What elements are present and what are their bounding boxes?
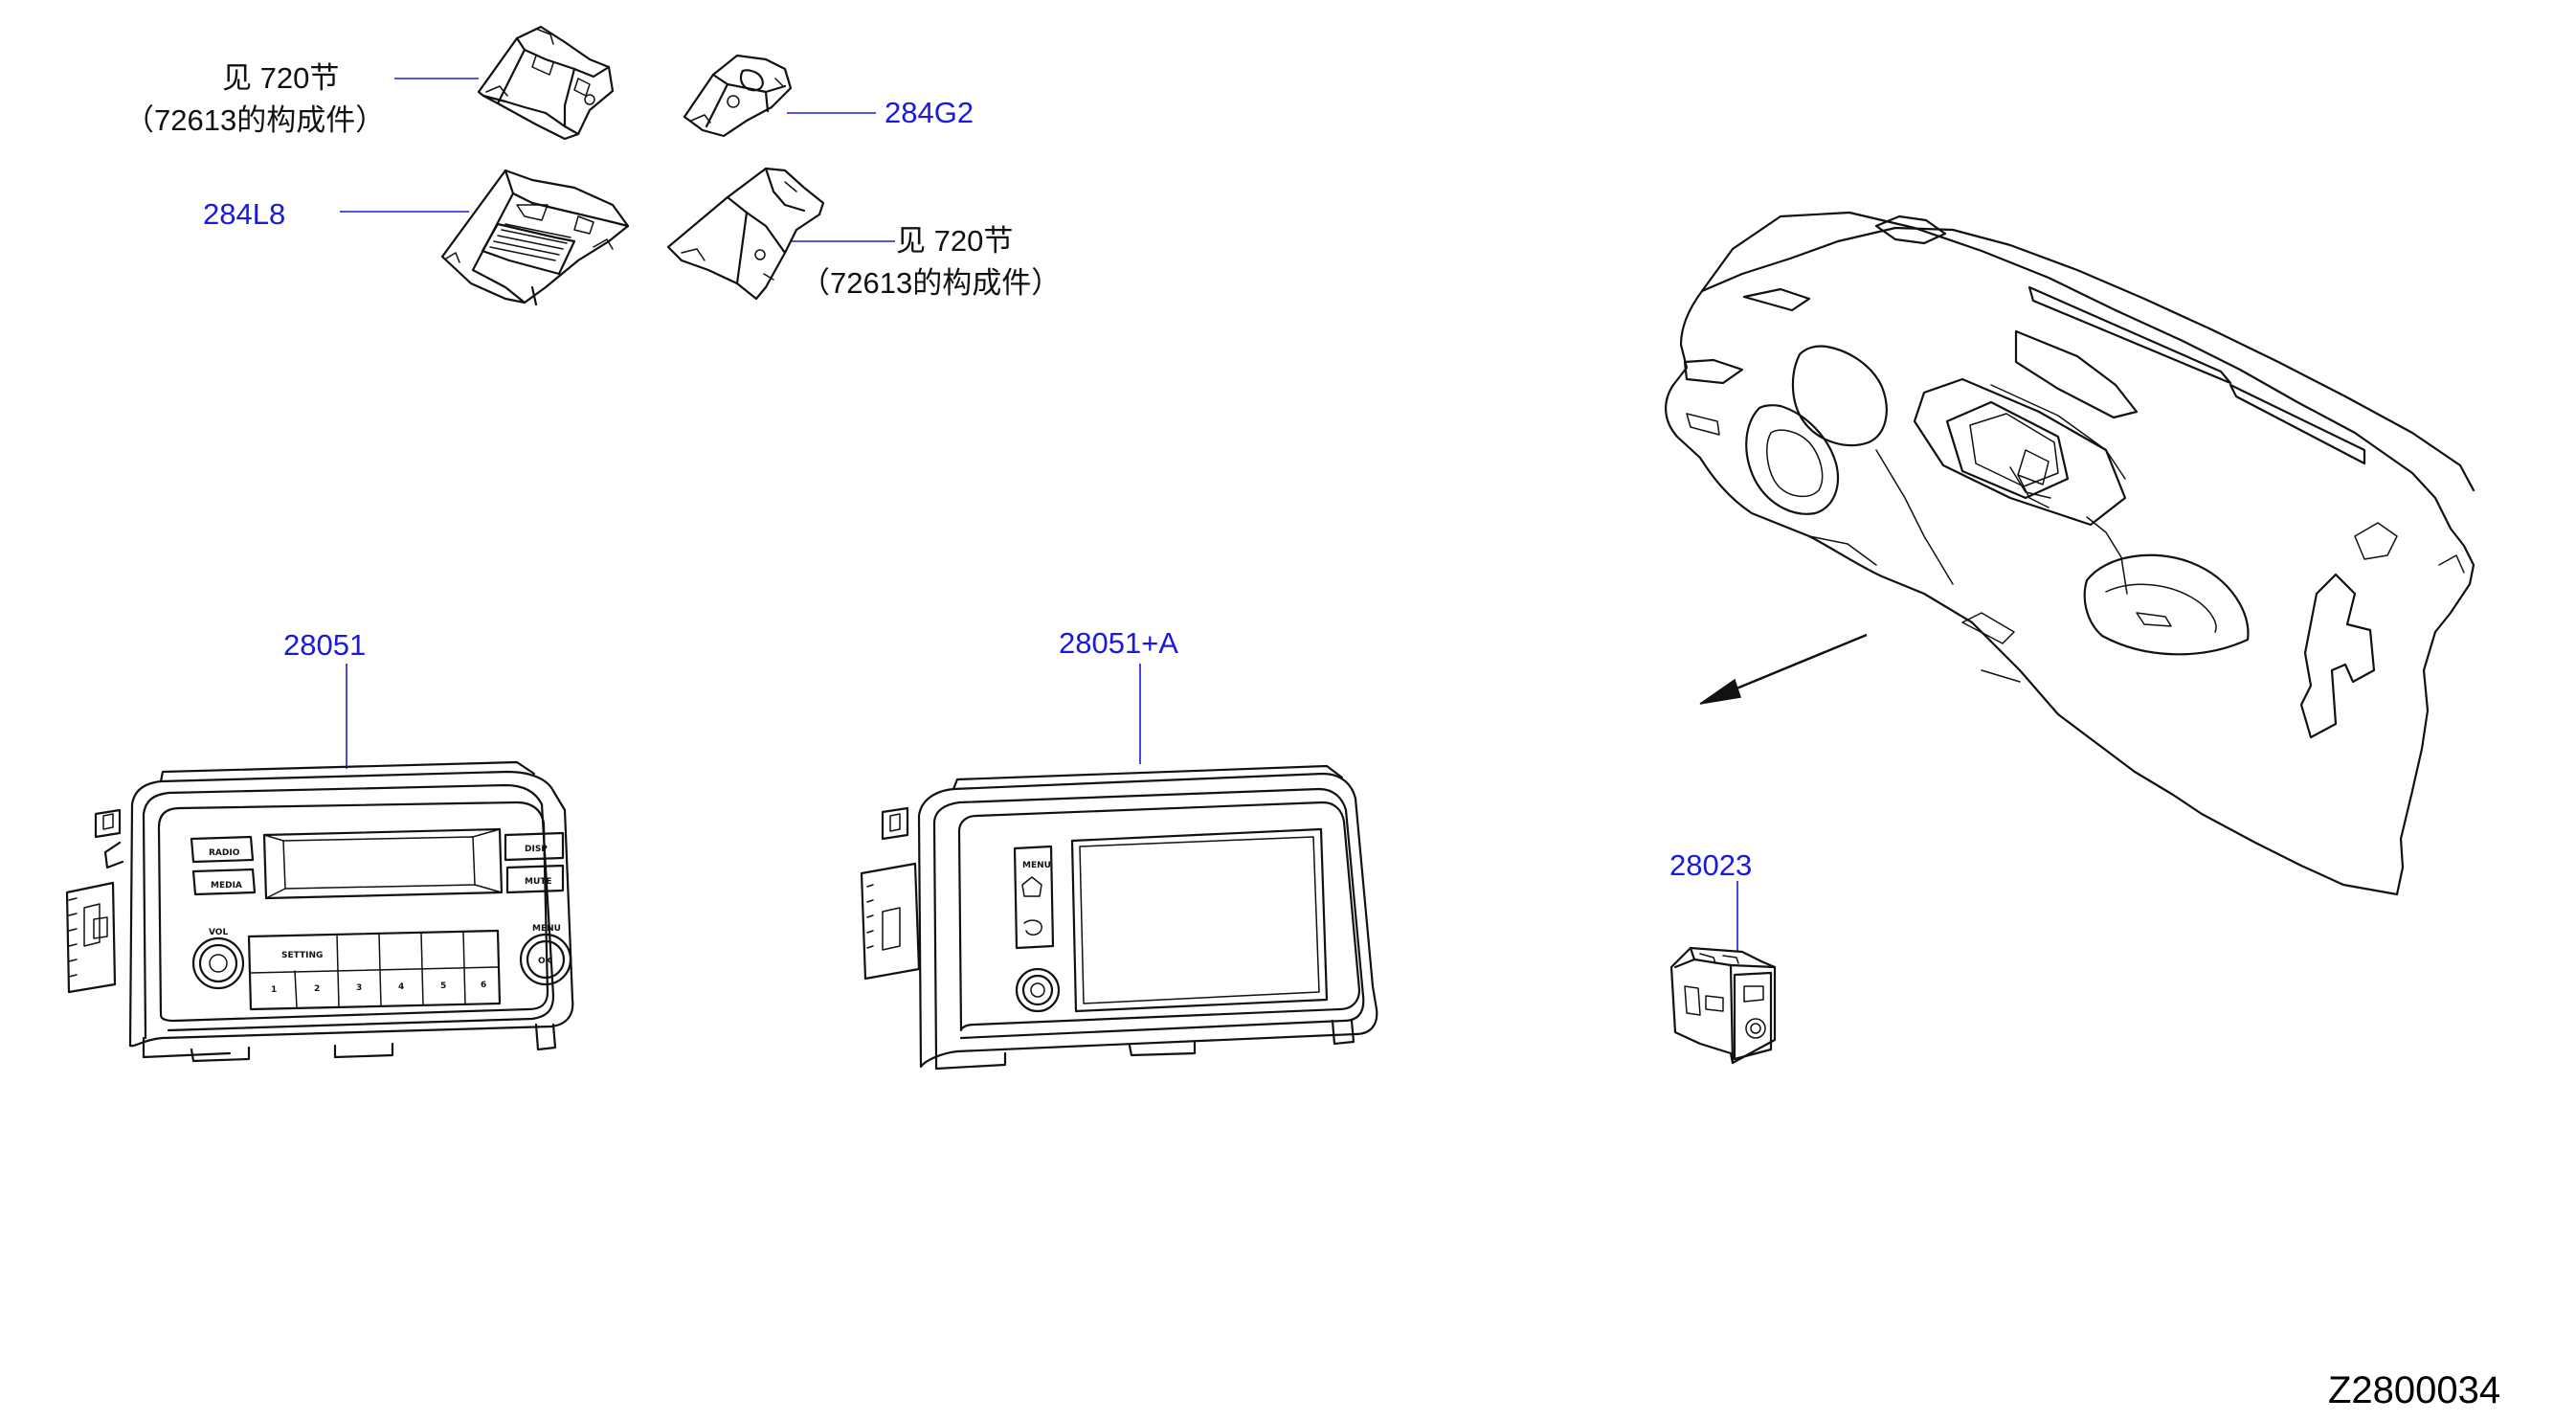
media-btn-label: MEDIA xyxy=(211,881,242,891)
bracket-720-lower xyxy=(666,167,825,301)
direction-arrow xyxy=(1699,633,1868,705)
preset-3: 3 xyxy=(356,983,362,993)
note-720-upper-line2: （72613的构成件） xyxy=(124,103,386,137)
vol-label: VOL xyxy=(209,928,228,937)
display-menu-label: MENU xyxy=(1022,861,1051,870)
menu-label: MENU xyxy=(532,924,561,934)
disp-btn-label: DISP xyxy=(525,845,548,854)
mute-btn-label: MUTE xyxy=(525,877,552,887)
part-label-28051a: 28051+A xyxy=(1059,626,1178,660)
preset-2: 2 xyxy=(314,984,320,994)
preset-6: 6 xyxy=(481,981,486,990)
bracket-720-upper xyxy=(477,25,615,141)
part-label-284g2: 284G2 xyxy=(885,96,974,129)
leader-lines xyxy=(340,78,1738,963)
ok-label: OK xyxy=(538,957,553,966)
radio-face-text: RADIO MEDIA DISP MUTE VOL MENU SETTING O… xyxy=(209,845,561,995)
preset-4: 4 xyxy=(398,982,404,992)
part-28023-usb xyxy=(1669,946,1777,1065)
part-284l8-housing xyxy=(440,169,630,306)
dashboard-outline xyxy=(1665,211,2475,896)
note-720-lower-line1: 见 720节 xyxy=(896,224,1014,258)
note-720-upper-line1: 见 720节 xyxy=(222,61,340,95)
part-label-28051: 28051 xyxy=(283,628,367,662)
preset-1: 1 xyxy=(271,985,277,995)
radio-unit-28051 xyxy=(65,760,574,1063)
preset-5: 5 xyxy=(440,981,446,991)
setting-btn-label: SETTING xyxy=(281,951,323,960)
drawing-code: Z2800034 xyxy=(2328,1369,2501,1411)
display-unit-28051a xyxy=(860,764,1378,1071)
part-284g2-sensor xyxy=(683,54,793,138)
part-label-284l8: 284L8 xyxy=(203,197,286,231)
part-label-28023: 28023 xyxy=(1669,848,1753,882)
note-720-lower-line2: （72613的构成件） xyxy=(800,266,1062,300)
radio-btn-label: RADIO xyxy=(209,848,240,858)
